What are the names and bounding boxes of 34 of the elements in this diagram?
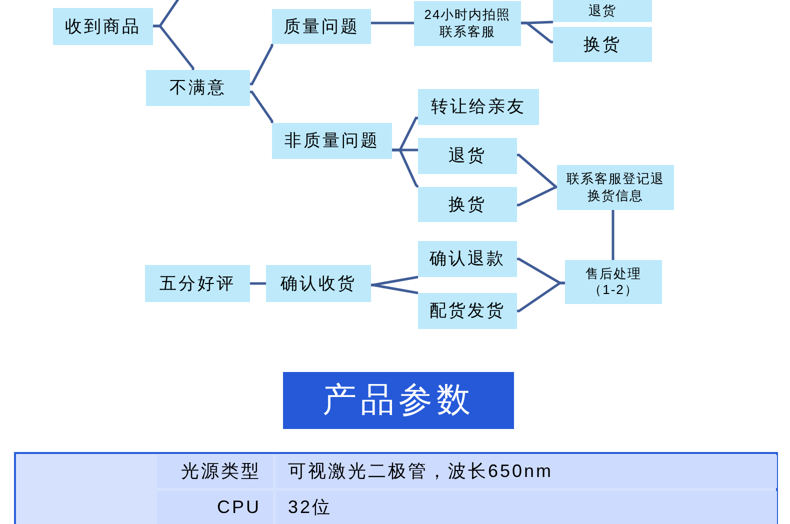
title-banner: 产品参数 xyxy=(283,372,514,429)
connector-line xyxy=(250,90,274,123)
connector-line xyxy=(521,22,553,44)
connector-line xyxy=(250,282,266,285)
process-box: 收到商品 xyxy=(53,8,153,45)
parameter-label: CPU xyxy=(157,491,273,524)
connector-line xyxy=(517,154,558,188)
process-box: 确认收货 xyxy=(266,265,371,302)
process-box: 售后处理（1-2） xyxy=(565,260,662,304)
connector-line xyxy=(250,44,274,86)
process-box: 配货发货 xyxy=(418,293,517,329)
process-box: 五分好评 xyxy=(145,265,250,302)
process-box: 联系客服登记退换货信息 xyxy=(557,165,674,210)
process-box: 换货 xyxy=(553,27,652,62)
connector-line xyxy=(153,0,180,28)
process-box: 退货 xyxy=(418,138,517,174)
connector-line xyxy=(392,148,419,188)
process-box: 退货 xyxy=(553,0,652,22)
process-box: 确认退款 xyxy=(418,241,517,277)
connector-line xyxy=(371,284,418,294)
parameter-value: 可视激光二极管，波长650nm xyxy=(276,455,777,488)
parameter-label: 光源类型 xyxy=(157,455,273,488)
connector-line xyxy=(371,276,418,286)
process-box: 换货 xyxy=(418,187,517,222)
connector-line xyxy=(517,282,565,312)
process-box: 24小时内拍照联系客服 xyxy=(414,1,521,46)
connector-line xyxy=(612,210,614,260)
process-box: 转让给亲友 xyxy=(418,89,539,125)
process-box: 质量问题 xyxy=(272,9,371,44)
connector-line xyxy=(517,186,558,206)
connector-line xyxy=(371,22,414,24)
process-box: 不满意 xyxy=(146,70,250,106)
parameter-value: 32位 xyxy=(276,491,777,524)
process-box: 非质量问题 xyxy=(272,123,392,159)
